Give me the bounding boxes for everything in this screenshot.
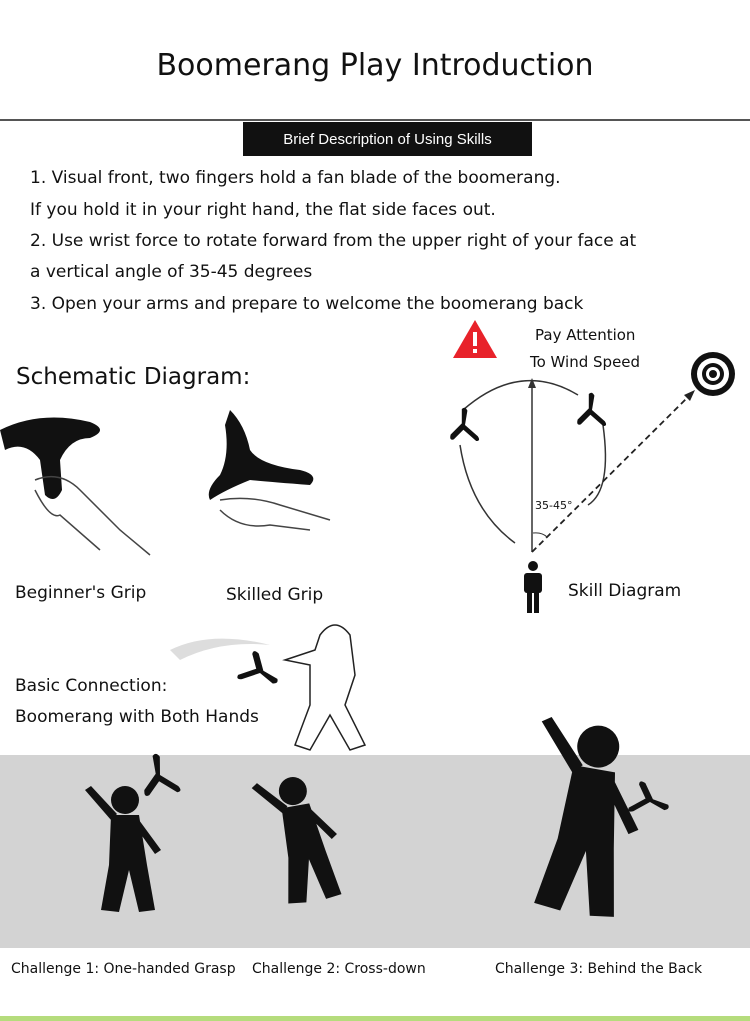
step-text: 1. Visual front, two fingers hold a fan … [30,168,561,188]
section-badge: Brief Description of Using Skills [243,122,532,156]
skilled-grip-label: Skilled Grip [226,585,324,605]
warning-line1: Pay Attention [535,326,636,344]
step-text: 3. Open your arms and prepare to welcome… [30,294,584,314]
schematic-heading: Schematic Diagram: [16,364,251,390]
challenge-1-label: Challenge 1: One-handed Grasp [11,961,236,977]
skilled-grip-illustration [208,410,331,531]
challenge-3-label: Challenge 3: Behind the Back [495,961,703,977]
catching-illustration [170,624,367,751]
step-text: a vertical angle of 35-45 degrees [30,262,313,282]
person-icon [524,561,542,613]
skill-diagram [450,320,735,613]
page-title: Boomerang Play Introduction [156,48,594,83]
basic-connection-line2: Boomerang with Both Hands [15,707,259,727]
step-text: If you hold it in your right hand, the f… [30,200,496,220]
divider [0,119,750,121]
beginner-grip-illustration [0,417,151,556]
warning-line2: To Wind Speed [530,353,641,371]
angle-label: 35-45° [535,499,573,512]
skill-diagram-label: Skill Diagram [568,581,682,601]
challenge-illustrations [85,715,674,922]
basic-connection-line1: Basic Connection: [15,676,168,696]
challenge-2-label: Challenge 2: Cross-down [252,961,426,977]
beginner-grip-label: Beginner's Grip [15,583,147,603]
step-text: 2. Use wrist force to rotate forward fro… [30,231,637,251]
accent-bar [0,1016,750,1021]
